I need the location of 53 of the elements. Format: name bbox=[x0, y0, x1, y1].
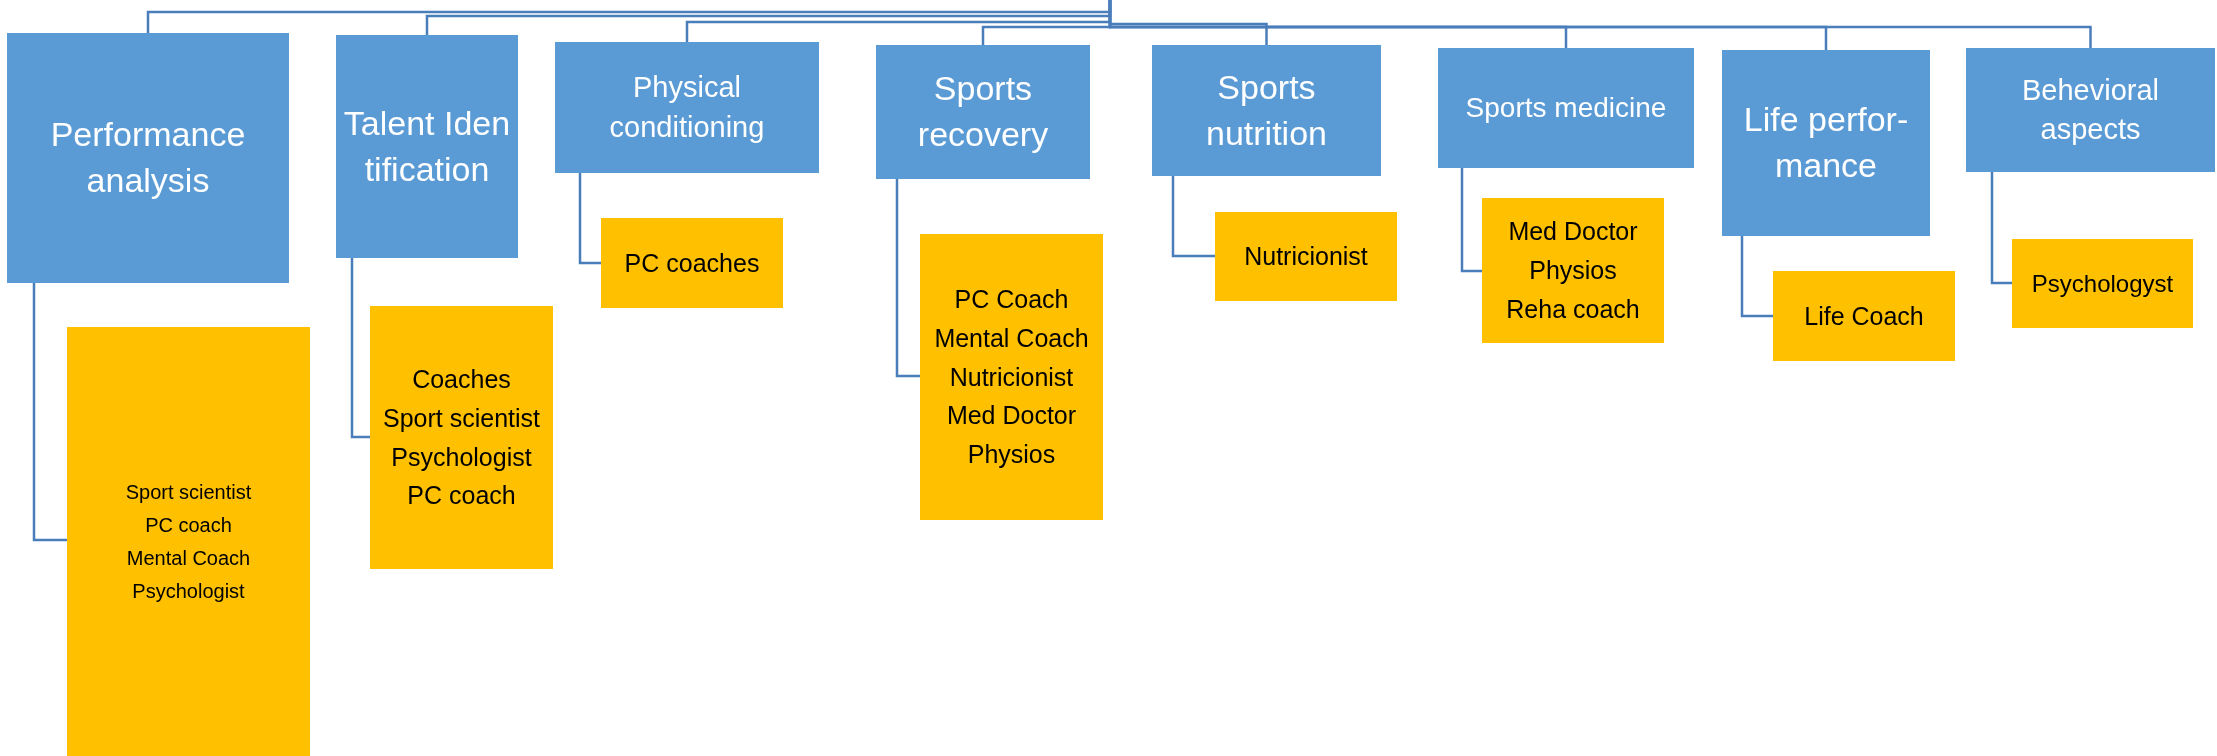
role-label: Psychologist bbox=[132, 579, 245, 603]
role-label: Physios bbox=[967, 440, 1056, 469]
role-label: PC coaches bbox=[624, 248, 760, 278]
role-label: Reha coach bbox=[1506, 294, 1640, 324]
role-box bbox=[2012, 239, 2193, 328]
role-box bbox=[1215, 212, 1397, 301]
connector-line bbox=[32, 283, 67, 542]
role-box bbox=[601, 218, 783, 308]
category-box bbox=[1722, 50, 1930, 236]
role-box bbox=[370, 306, 553, 569]
category-label: Physical conditioning bbox=[608, 70, 766, 145]
category-box bbox=[1152, 45, 1381, 176]
role-label: Physios bbox=[1529, 256, 1617, 285]
connector-line bbox=[1740, 236, 1773, 318]
role-label: Life Coach bbox=[1804, 301, 1924, 331]
role-label: Med Doctor bbox=[1508, 217, 1638, 247]
role-label: Mental Coach bbox=[126, 546, 251, 570]
category-box bbox=[7, 33, 289, 283]
category-label: Talent Identification bbox=[342, 102, 512, 190]
connector-line bbox=[1990, 172, 2012, 285]
role-label: Psychologist bbox=[391, 442, 532, 472]
role-box bbox=[67, 327, 310, 756]
category-box bbox=[555, 42, 819, 173]
category-box bbox=[1966, 48, 2215, 172]
category-label: Sports medicine bbox=[1465, 91, 1667, 126]
role-label: PC coach bbox=[407, 481, 516, 510]
category-box bbox=[876, 45, 1090, 179]
role-box bbox=[1773, 271, 1955, 361]
category-label: Performance analysis bbox=[49, 114, 247, 201]
connector-line bbox=[1171, 176, 1215, 258]
role-label: PC coach bbox=[145, 513, 232, 537]
role-label: Sport scientist bbox=[125, 480, 252, 504]
role-label: Psychologyst bbox=[2031, 269, 2174, 298]
connector-line bbox=[895, 179, 920, 378]
role-label: Med Doctor bbox=[946, 401, 1077, 431]
role-label: Mental Coach bbox=[934, 323, 1089, 353]
connector-line bbox=[350, 258, 370, 439]
role-label: Nutricionist bbox=[1244, 242, 1368, 271]
role-label: Nutricionist bbox=[949, 362, 1074, 392]
category-box bbox=[1438, 48, 1694, 168]
category-label: Life perfor-mance bbox=[1742, 99, 1910, 186]
connector-line bbox=[578, 173, 601, 265]
category-label: Behevioral aspects bbox=[2021, 72, 2160, 147]
connector-line bbox=[1108, 0, 2092, 48]
role-label: Sport scientist bbox=[383, 403, 540, 433]
role-label: Coaches bbox=[412, 365, 511, 394]
role-label: PC Coach bbox=[954, 285, 1069, 314]
connector-line bbox=[1460, 168, 1482, 273]
role-box bbox=[920, 234, 1103, 520]
category-box bbox=[336, 35, 518, 258]
category-label: Sports recovery bbox=[916, 68, 1050, 155]
category-label: Sports nutrition bbox=[1205, 66, 1328, 154]
role-box bbox=[1482, 198, 1664, 343]
